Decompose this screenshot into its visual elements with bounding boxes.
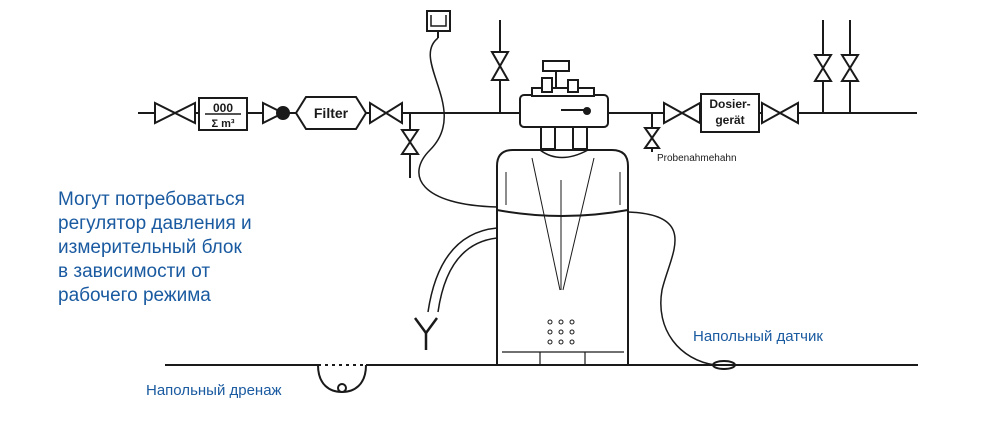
drain-funnel: [426, 10, 451, 38]
vent-valve-top: [490, 20, 510, 113]
sampling-tap-label: Probenahmehahn: [657, 153, 737, 164]
overflow-hose: [427, 227, 498, 313]
sampling-tap: [643, 113, 661, 152]
note-line-4: в зависимости от: [58, 261, 211, 282]
check-valve: [262, 101, 290, 125]
floor-sensor-cable: [627, 211, 716, 366]
overflow-hose-inner: [437, 237, 498, 313]
dosing-label-2: gerät: [715, 113, 744, 127]
filter-outlet-valve: [369, 101, 403, 125]
water-meter: 000 Σ m³: [198, 97, 248, 131]
filter-label: Filter: [314, 105, 349, 121]
consumer-valves: [813, 20, 860, 113]
dosing-label-1: Dosier-: [709, 97, 750, 111]
softener-cabinet: [496, 149, 629, 366]
y-outlet: [413, 317, 439, 350]
filter-unit: Filter: [294, 96, 368, 130]
note-line-3: измерительный блок: [58, 237, 242, 258]
meter-unit: Σ m³: [211, 118, 234, 130]
funnel-hose: [418, 37, 498, 208]
outlet-valve: [663, 101, 701, 125]
dosing-unit: Dosier- gerät: [700, 93, 760, 133]
drain-valve-left: [400, 113, 420, 178]
meter-count: 000: [213, 101, 233, 115]
inlet-valve: [154, 101, 196, 125]
control-panel-dots: [547, 319, 575, 345]
floor-drain-label: Напольный дренаж: [146, 382, 282, 399]
note-line-2: регулятор давления и: [58, 213, 252, 234]
note-line-1: Могут потребоваться: [58, 189, 245, 210]
multiblock-valve: [519, 60, 609, 150]
drain-trap: [337, 383, 347, 393]
advisory-note: Могут потребоваться регулятор давления и…: [58, 188, 328, 308]
dosing-outlet-valve: [761, 101, 799, 125]
note-line-5: рабочего режима: [58, 285, 211, 306]
floor-sensor-label: Напольный датчик: [693, 328, 823, 345]
